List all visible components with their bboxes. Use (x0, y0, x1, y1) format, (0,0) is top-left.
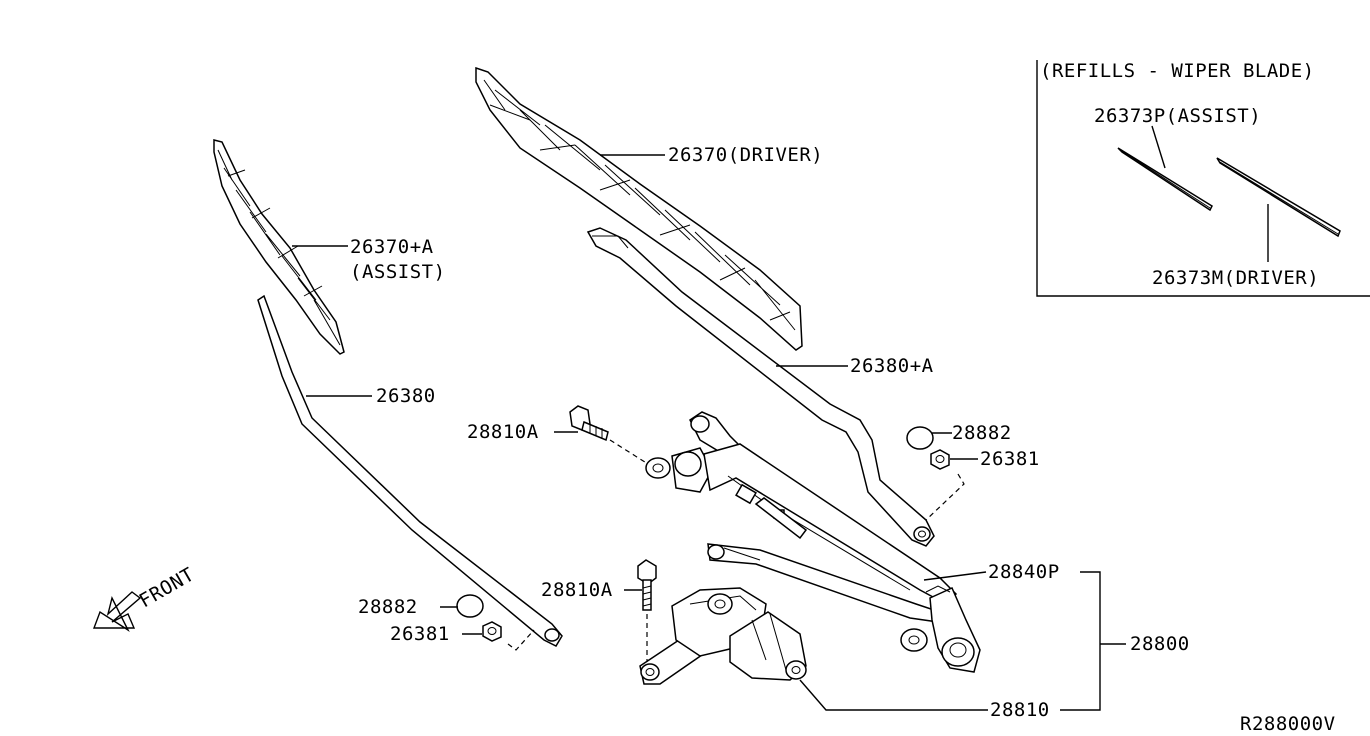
wiper-motor (639, 587, 807, 685)
wiper-arm-driver (586, 227, 935, 547)
blade-assist-label-2: (ASSIST) (350, 261, 446, 283)
pivot-nut-upper (930, 449, 950, 470)
assembly-bracket (1060, 571, 1101, 711)
bolt-lower-label: 28810A (541, 579, 613, 601)
nut-upper-label: 26381 (980, 448, 1040, 470)
motor-leader (799, 679, 988, 711)
bolt-upper-dash (609, 439, 649, 465)
refill-assist-leader (1151, 125, 1166, 169)
pivot-nut-lower (482, 621, 502, 642)
front-label: FRONT (136, 563, 199, 612)
cap-lower-label: 28882 (358, 596, 418, 618)
cap-upper-label: 28882 (952, 422, 1012, 444)
front-arrow-icon (92, 591, 142, 632)
motor-label: 28810 (990, 699, 1050, 721)
bolt-lower (637, 559, 657, 611)
wiper-linkage (645, 411, 981, 673)
pivot-cap-lower (456, 594, 484, 618)
link-rod-leader (923, 571, 987, 581)
arm-assist-label: 26380 (376, 385, 436, 407)
wiper-blade-assist (213, 139, 345, 355)
blade-driver-label: 26370(DRIVER) (668, 144, 823, 166)
refills-box-border (1036, 60, 1370, 297)
pivot-cap-upper (906, 426, 934, 450)
assembly-label: 28800 (1130, 633, 1190, 655)
refills-title: (REFILLS - WIPER BLADE) (1040, 60, 1315, 82)
bolt-upper-label: 28810A (467, 421, 539, 443)
bolt-upper (569, 405, 609, 442)
blade-assist-label-1: 26370+A (350, 236, 434, 258)
nut-upper-dash (925, 473, 965, 521)
refill-driver-label: 26373M(DRIVER) (1152, 267, 1319, 289)
link-rod-label: 28840P (988, 561, 1060, 583)
nut-lower-dash (507, 629, 535, 651)
refills-inset: (REFILLS - WIPER BLADE) 26373P(ASSIST) 2… (1036, 60, 1370, 297)
wiper-blade-driver (475, 66, 803, 351)
wiper-arm-assist (257, 294, 563, 647)
arm-driver-label: 26380+A (850, 355, 934, 377)
nut-lower-label: 26381 (390, 623, 450, 645)
diagram-code: R288000V (1240, 713, 1336, 735)
refill-assist-label: 26373P(ASSIST) (1094, 105, 1261, 127)
